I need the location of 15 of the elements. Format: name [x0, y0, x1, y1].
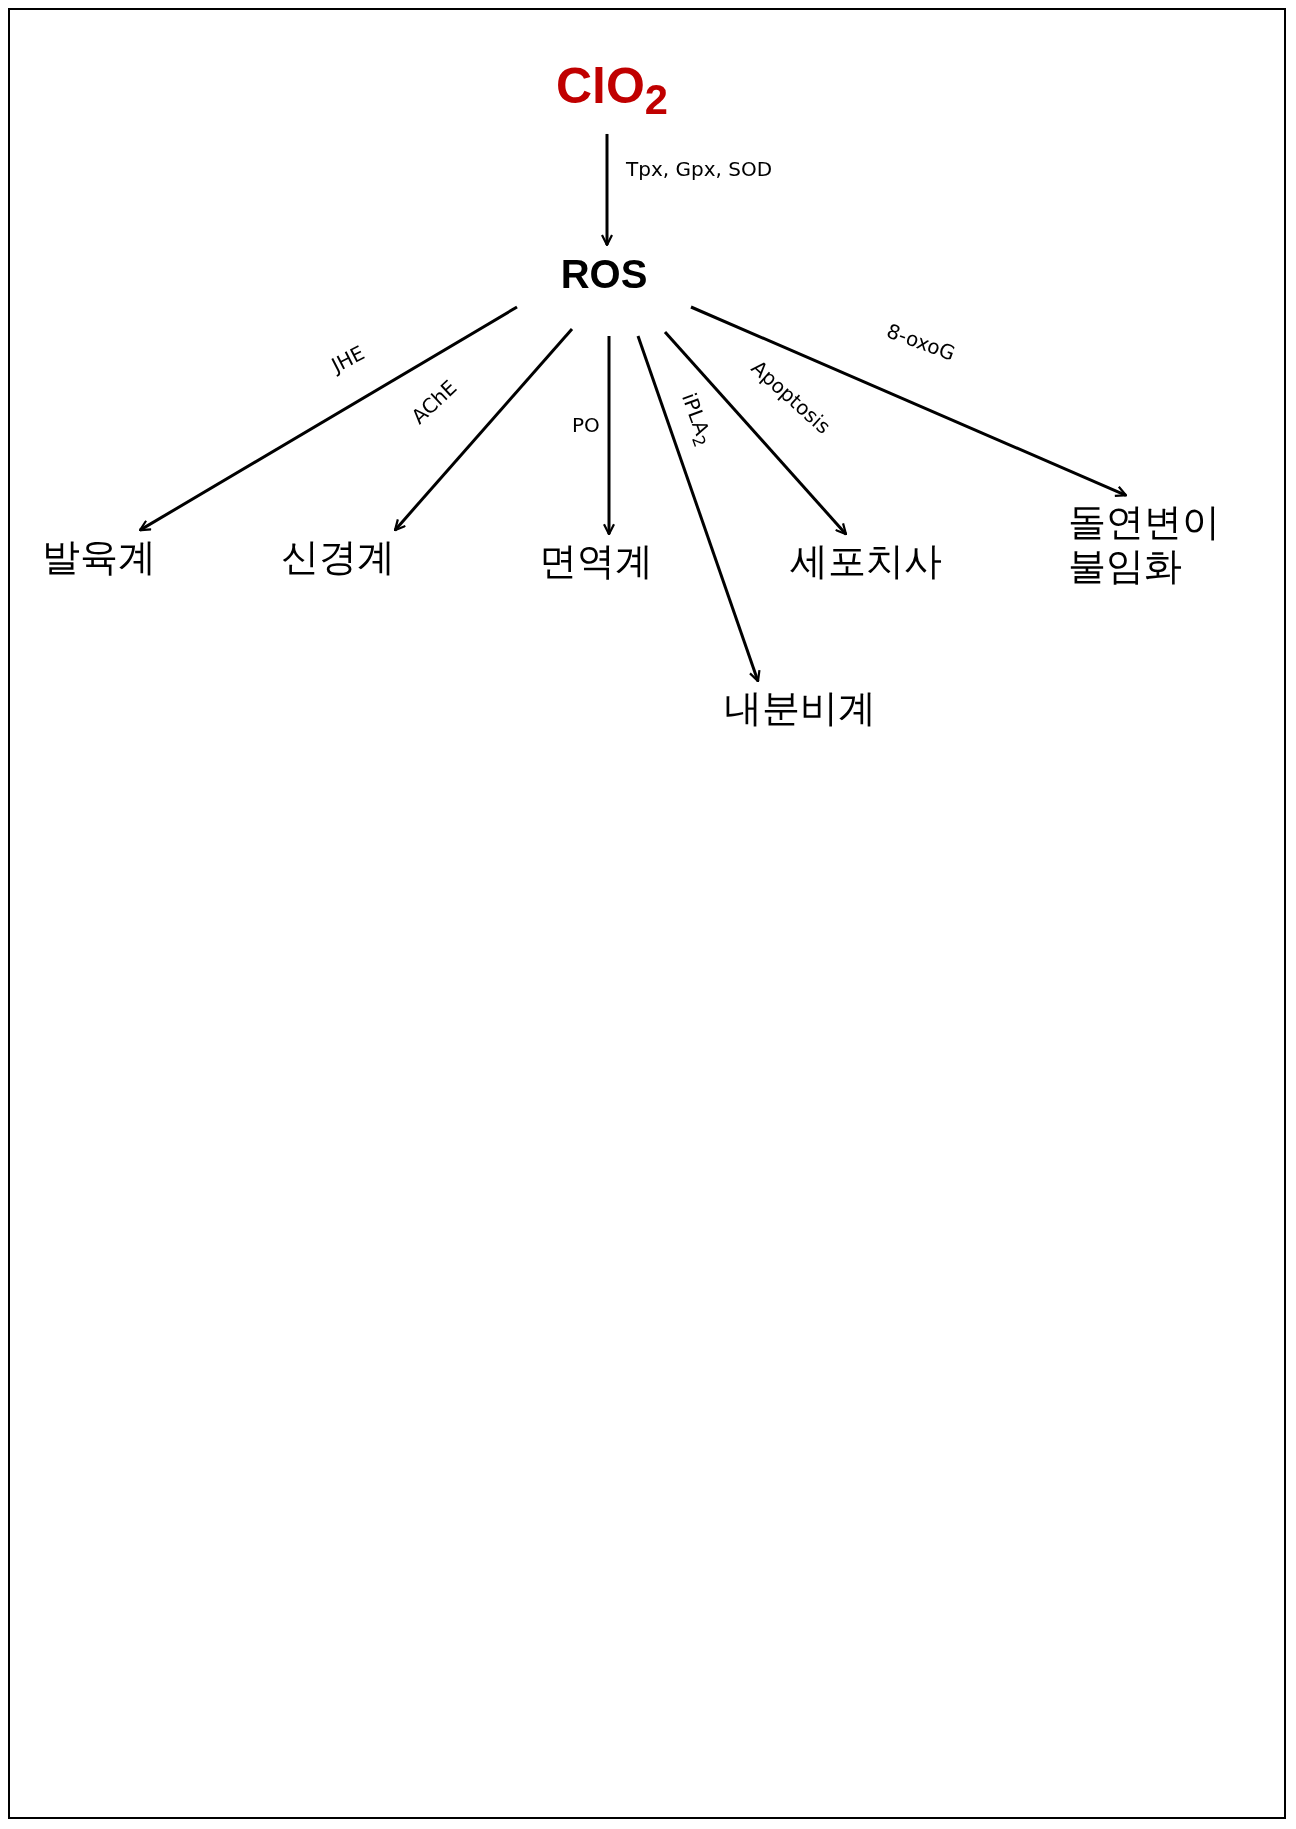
node-label: 세포치사: [790, 540, 942, 584]
arrow: [602, 336, 616, 536]
node-label: 신경계: [281, 536, 395, 580]
node-label: 돌연변이 불임화: [1067, 501, 1233, 589]
arrow: [636, 335, 761, 683]
arrow: [600, 133, 614, 247]
node-label: 면역계: [539, 540, 653, 584]
arrow: [690, 305, 1128, 498]
node-label: 발육계: [42, 536, 156, 580]
formula-label: ClO$_{2}$: [555, 58, 669, 124]
arrow: [138, 305, 518, 532]
arrow: [663, 331, 848, 536]
node-label: 내분비계: [724, 687, 876, 731]
node-label: ROS: [560, 251, 648, 297]
arrow: [393, 328, 574, 532]
